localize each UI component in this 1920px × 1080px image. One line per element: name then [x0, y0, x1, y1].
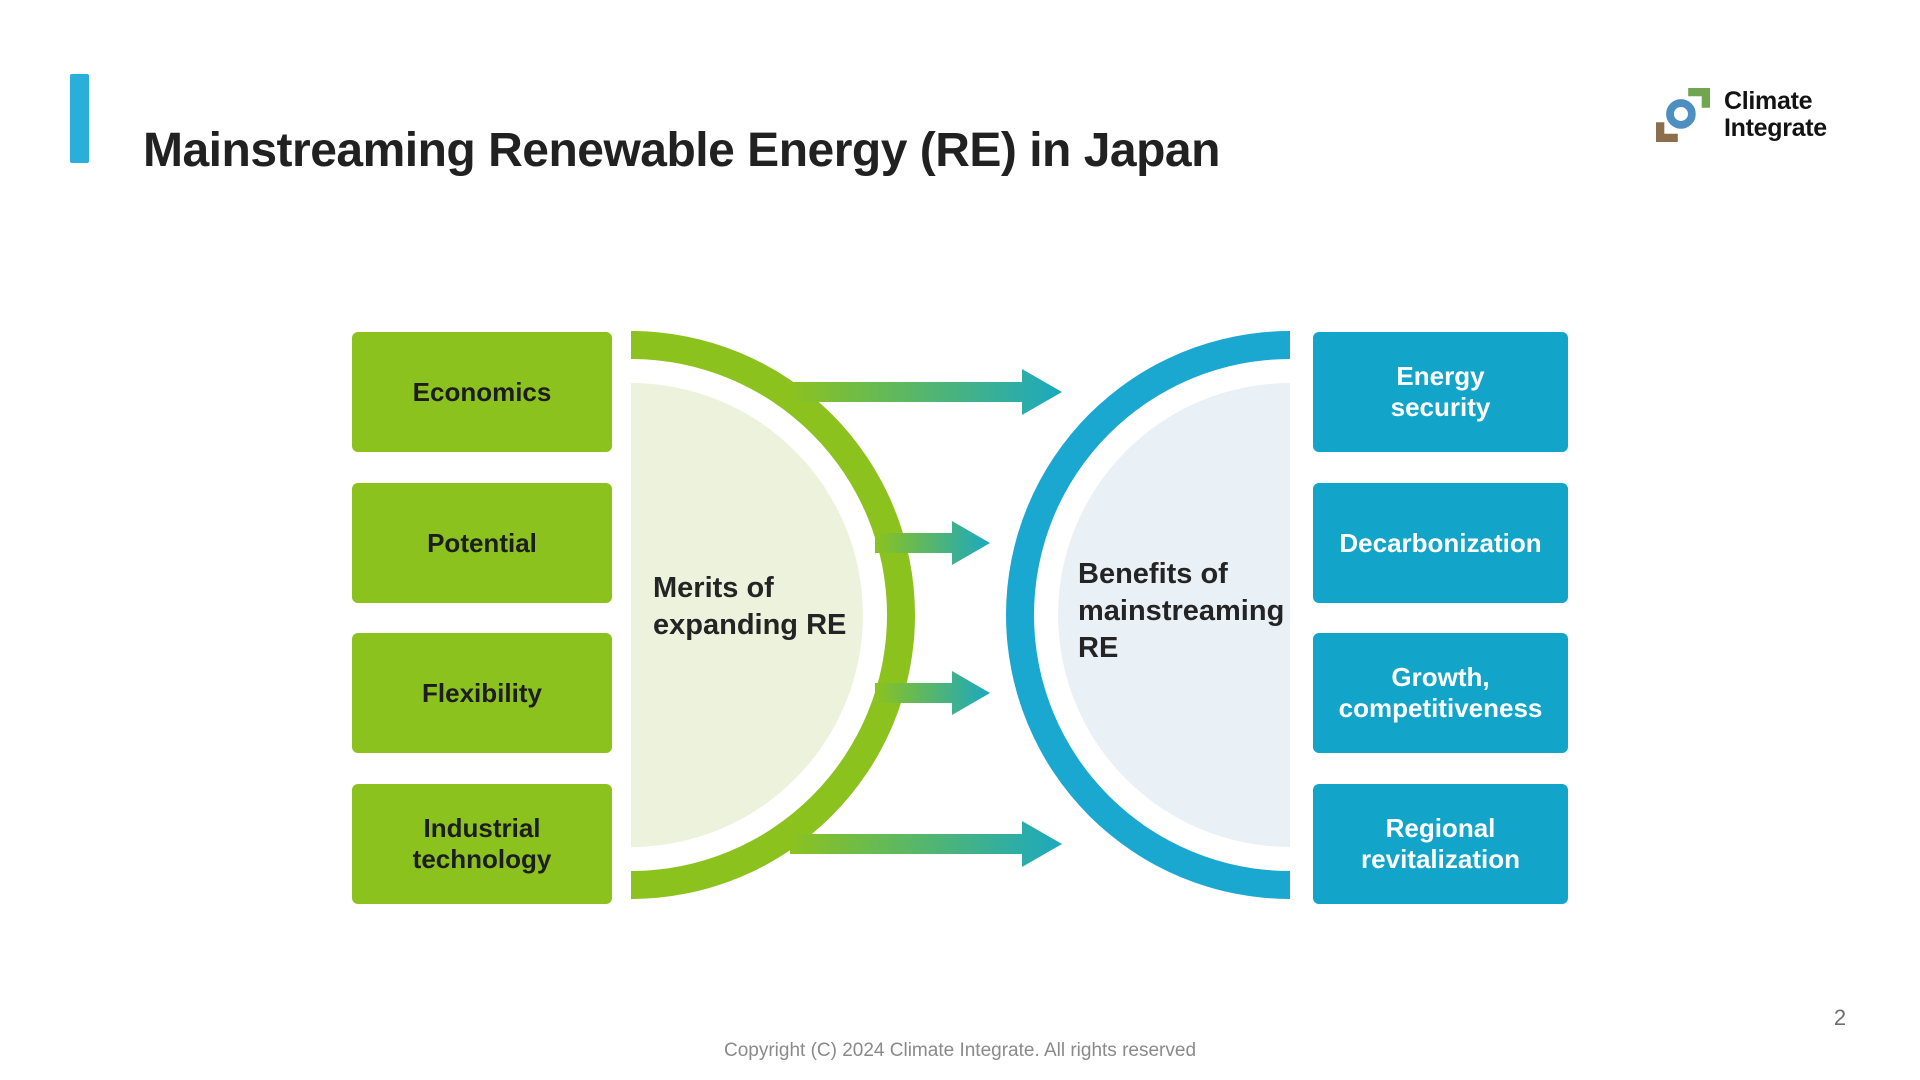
copyright-notice: Copyright (C) 2024 Climate Integrate. Al… — [723, 1040, 1197, 1061]
logo-word-line2: Integrate — [1724, 114, 1827, 142]
benefits-circle-label: Benefits of mainstreaming RE — [1078, 558, 1285, 664]
logo-wordmark: Climate Integrate — [1724, 88, 1827, 142]
benefits-box-decarbonization: Decarbonization — [1313, 483, 1568, 603]
merits-box-economics-label: Economics — [412, 376, 552, 407]
merits-box-flexibility-label: Flexibility — [422, 677, 542, 708]
benefits-box-regional-revitalization: Regional revitalization — [1313, 784, 1568, 904]
arrow-growth — [875, 671, 990, 715]
arrow-decarbonization — [875, 521, 990, 565]
title-accent-bar — [70, 74, 89, 163]
benefits-inner-fill — [1058, 383, 1290, 847]
benefits-box-growth-competitiveness-label: Growth, competitiveness — [1338, 662, 1543, 723]
page-title: Mainstreaming Renewable Energy (RE) in J… — [143, 124, 1220, 178]
benefits-box-decarbonization-label: Decarbonization — [1339, 527, 1542, 558]
merits-box-industrial-technology-label: Industrial technology — [412, 813, 552, 874]
merits-box-flexibility: Flexibility — [352, 633, 612, 753]
climate-integrate-logo-icon — [1656, 88, 1710, 142]
logo-word-line1: Climate — [1724, 87, 1813, 115]
benefits-box-regional-revitalization-label: Regional revitalization — [1361, 813, 1520, 874]
page-number: 2 — [1833, 1005, 1847, 1030]
merits-box-potential: Potential — [352, 483, 612, 603]
merits-box-economics: Economics — [352, 332, 612, 452]
merits-box-potential-label: Potential — [427, 527, 537, 558]
arrow-regional — [790, 821, 1062, 867]
benefits-box-growth-competitiveness: Growth, competitiveness — [1313, 633, 1568, 753]
benefits-box-energy-security: Energy security — [1313, 332, 1568, 452]
merits-circle-label: Merits of expanding RE — [653, 572, 847, 641]
merits-inner-fill — [631, 383, 863, 847]
climate-integrate-logo: Climate Integrate — [1656, 88, 1827, 142]
benefits-box-energy-security-label: Energy security — [1390, 361, 1491, 422]
merits-box-industrial-technology: Industrial technology — [352, 784, 612, 904]
arrow-energy-security — [790, 369, 1062, 415]
